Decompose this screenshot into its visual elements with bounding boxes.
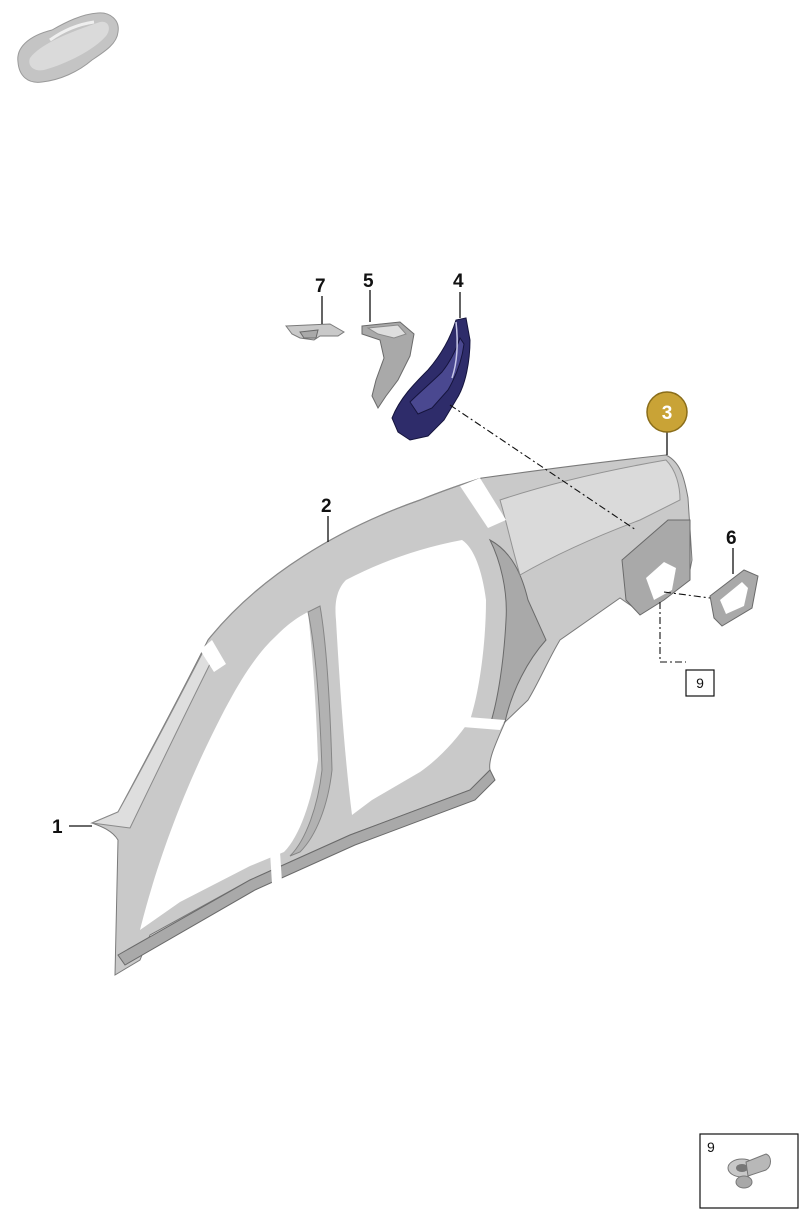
callout-7[interactable]: 7 bbox=[315, 276, 326, 297]
callout-2[interactable]: 2 bbox=[321, 496, 332, 517]
rivet-nut-icon bbox=[727, 1153, 771, 1189]
callout-9-boxed[interactable]: 9 bbox=[685, 669, 715, 697]
svg-text:6: 6 bbox=[726, 528, 737, 549]
callout-1[interactable]: 1 bbox=[52, 817, 63, 838]
seal-frame-part-6[interactable] bbox=[709, 569, 759, 627]
bracket-part-5[interactable] bbox=[361, 321, 415, 409]
leader-lines bbox=[69, 290, 734, 827]
bracket-part-7[interactable] bbox=[285, 323, 345, 341]
side-panel-assembly[interactable] bbox=[90, 454, 693, 976]
callout-3-highlighted[interactable]: 3 bbox=[646, 391, 688, 433]
inner-quarter-panel-part-4[interactable] bbox=[391, 317, 471, 441]
callout-4[interactable]: 4 bbox=[453, 271, 464, 292]
svg-text:1: 1 bbox=[52, 817, 63, 838]
inset-part-9[interactable]: 9 bbox=[699, 1133, 799, 1209]
svg-text:9: 9 bbox=[696, 675, 704, 691]
svg-text:3: 3 bbox=[662, 403, 673, 424]
svg-text:4: 4 bbox=[453, 271, 464, 292]
svg-text:9: 9 bbox=[707, 1139, 715, 1155]
callout-6[interactable]: 6 bbox=[726, 528, 737, 549]
callout-5[interactable]: 5 bbox=[363, 271, 374, 292]
svg-text:7: 7 bbox=[315, 276, 326, 297]
svg-text:5: 5 bbox=[363, 271, 374, 292]
car-silhouette-icon[interactable] bbox=[17, 12, 119, 83]
svg-text:2: 2 bbox=[321, 496, 332, 517]
